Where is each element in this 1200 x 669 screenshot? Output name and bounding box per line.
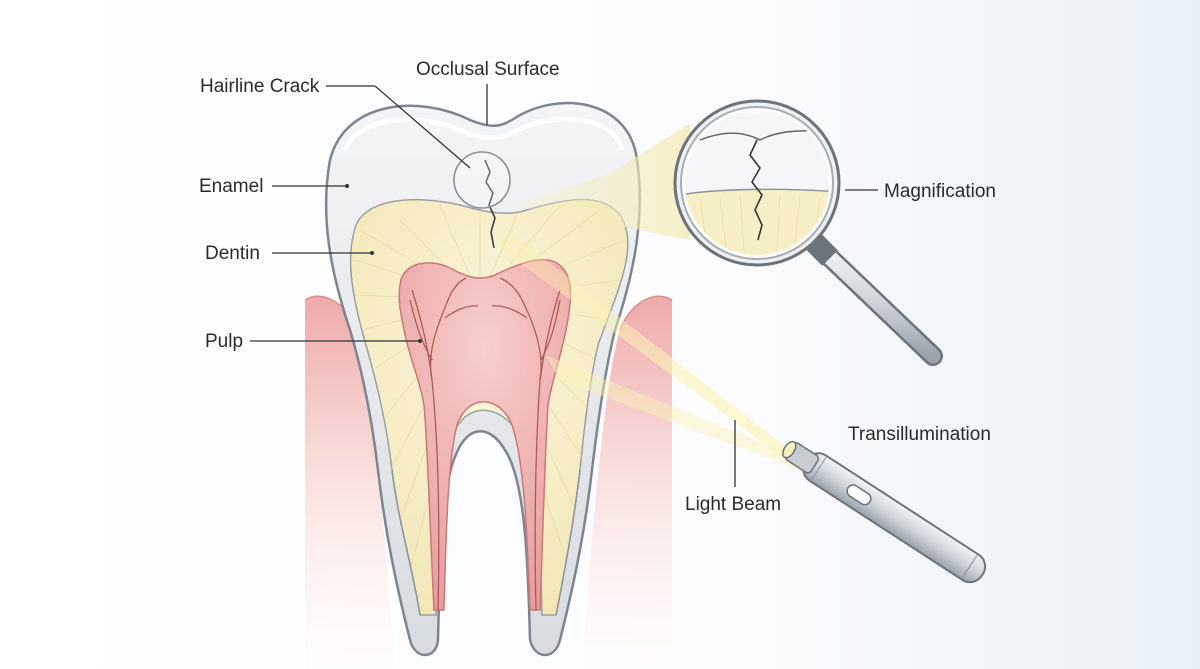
label-dentin: Dentin	[205, 243, 260, 264]
hairline-crack	[484, 159, 496, 249]
leader-lines	[250, 84, 878, 487]
label-occlusal-surface: Occlusal Surface	[416, 59, 560, 80]
label-pulp: Pulp	[205, 331, 243, 352]
light-beam	[496, 232, 800, 470]
label-transillumination: Transillumination	[848, 424, 991, 445]
light-beam-glow	[545, 355, 800, 470]
label-magnification: Magnification	[884, 181, 996, 202]
pulp-nerves	[409, 277, 561, 611]
root-canal-walls	[391, 469, 581, 616]
occlusal-highlight	[342, 116, 625, 152]
magnifier-icon	[673, 99, 943, 366]
label-enamel: Enamel	[199, 176, 263, 197]
label-hairline-crack: Hairline Crack	[200, 76, 320, 97]
crack-highlight-circle	[453, 151, 511, 209]
label-light-beam: Light Beam	[685, 494, 781, 515]
transillumination-pen-icon	[782, 440, 987, 584]
gum-tissue	[304, 295, 673, 669]
magnification-cone	[510, 123, 690, 240]
